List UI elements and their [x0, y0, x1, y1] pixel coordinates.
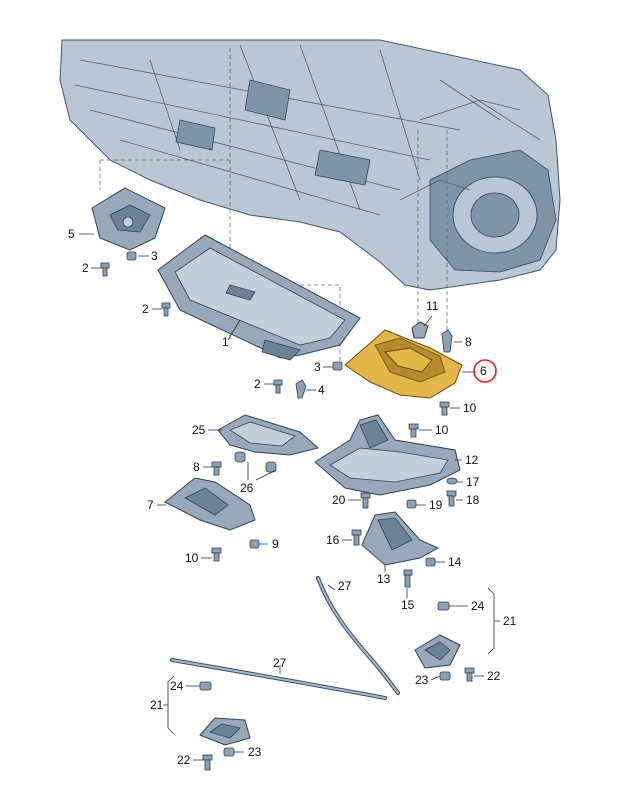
vehicle-underbody — [59, 39, 561, 291]
nut-19 — [406, 499, 417, 509]
part-25-panel — [217, 414, 320, 456]
part-27-strip-diagonal — [316, 576, 400, 695]
callout-10-c: 10 — [185, 551, 199, 565]
callout-23-left: 23 — [248, 745, 262, 759]
part-21-clip-right — [414, 634, 461, 669]
callout-27-right: 27 — [338, 579, 352, 593]
callout-1: 1 — [222, 335, 229, 349]
callout-18: 18 — [466, 493, 480, 507]
bolt-10-c — [211, 547, 222, 562]
bolt-18 — [446, 490, 457, 507]
callout-2-top: 2 — [82, 261, 89, 275]
callout-16: 16 — [326, 533, 340, 547]
bolt-2-mid — [161, 302, 171, 317]
fasteners — [100, 251, 475, 771]
callout-17: 17 — [466, 475, 480, 489]
callout-24-right: 24 — [471, 599, 485, 613]
bolt-10-b — [408, 423, 419, 438]
leader-lines — [79, 233, 500, 761]
clip-26-b — [265, 461, 277, 473]
callout-23-right: 23 — [415, 673, 429, 687]
bolt-22-left — [202, 754, 213, 771]
callout-22-left: 22 — [177, 753, 191, 767]
bolt-10-a — [439, 401, 450, 416]
highlight-callout-ring — [473, 359, 497, 383]
clip-23-left — [223, 747, 235, 757]
part-6-highlighted-panel — [344, 329, 463, 399]
callout-14: 14 — [448, 555, 462, 569]
clip-26-a — [234, 451, 246, 463]
clip-23-right — [439, 671, 451, 681]
nut-3-top — [126, 251, 137, 261]
nut-14 — [425, 557, 436, 567]
callout-21-left: 21 — [150, 698, 164, 712]
callout-3-mid: 3 — [314, 360, 321, 374]
callout-4: 4 — [318, 383, 325, 397]
callout-15: 15 — [401, 598, 415, 612]
clip-4 — [295, 379, 307, 399]
washer-17 — [446, 477, 458, 485]
callout-11: 11 — [426, 299, 439, 313]
callout-24-left: 24 — [170, 679, 184, 693]
bolt-16 — [351, 529, 362, 546]
callout-3-top: 3 — [151, 249, 158, 263]
callout-13: 13 — [377, 572, 391, 586]
bolt-8-left — [211, 461, 222, 476]
callout-21-right: 21 — [503, 614, 517, 628]
bolt-2-top — [100, 262, 110, 277]
clip-24-right — [437, 601, 450, 611]
callout-2-mid: 2 — [142, 302, 149, 316]
nut-9 — [249, 539, 260, 549]
nut-3-mid — [332, 361, 343, 371]
callout-6: 6 — [480, 364, 487, 378]
callout-22-right: 22 — [487, 669, 501, 683]
clip-24-left — [199, 681, 212, 691]
callout-5: 5 — [68, 227, 75, 241]
callout-9: 9 — [272, 537, 279, 551]
callout-7: 7 — [147, 498, 154, 512]
part-13-bracket — [361, 511, 440, 566]
callout-8-right: 8 — [465, 335, 472, 349]
bolt-8 — [441, 329, 453, 353]
bolt-15 — [403, 569, 413, 588]
callout-8-left: 8 — [193, 460, 200, 474]
callout-27-left: 27 — [273, 656, 287, 670]
bolt-20 — [360, 492, 371, 509]
part-1-underbody-panel — [157, 234, 361, 361]
part-12-panel — [314, 414, 461, 496]
part-21-clip-left — [199, 717, 251, 746]
callout-2-low: 2 — [254, 377, 261, 391]
callout-12: 12 — [465, 453, 479, 467]
callout-labels: 1 2 2 2 3 3 4 5 6 7 8 8 9 10 10 10 11 12… — [68, 227, 517, 767]
bolt-2-low — [273, 379, 283, 394]
callout-26: 26 — [240, 481, 254, 495]
callout-19: 19 — [429, 498, 443, 512]
part-7-bracket — [164, 477, 256, 531]
bolt-22-right — [464, 667, 475, 682]
callout-25: 25 — [192, 423, 206, 437]
callout-10-b: 10 — [435, 423, 449, 437]
callout-10-a: 10 — [463, 401, 477, 415]
callout-20: 20 — [332, 493, 346, 507]
part-27-strip-horizontal — [170, 658, 387, 700]
part-5-bracket — [91, 187, 166, 251]
